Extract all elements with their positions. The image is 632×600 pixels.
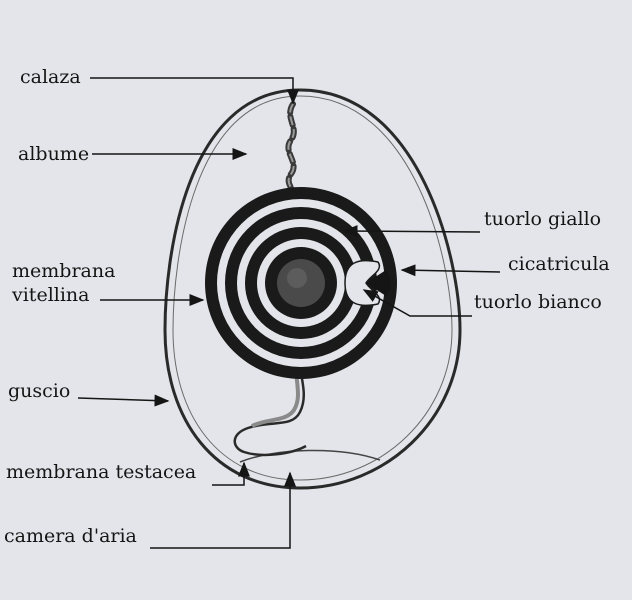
camera-aria-leader <box>150 471 296 549</box>
label-membrana-testacea: membrana testacea <box>6 461 197 483</box>
label-membrana-vitellina-line1: membrana <box>12 260 116 282</box>
chalaza-top-core <box>287 103 297 197</box>
egg-shell <box>163 88 462 490</box>
membrana-testacea-leader <box>212 461 250 486</box>
blastodisc <box>366 270 391 296</box>
tuorlo-bianco-leader <box>362 289 472 317</box>
label-tuorlo-bianco: tuorlo bianco <box>474 291 602 313</box>
air-chamber <box>239 449 381 463</box>
label-guscio: guscio <box>8 380 71 402</box>
cicatricula-leader <box>400 264 501 277</box>
chalaza-bottom-inner <box>251 371 300 428</box>
label-membrana-vitellina-line2: vitellina <box>12 284 90 306</box>
tuorlo-giallo-leader <box>342 225 481 238</box>
calaza-leader <box>90 77 299 105</box>
yolk <box>205 187 397 379</box>
label-tuorlo-giallo: tuorlo giallo <box>484 208 602 230</box>
label-calaza: calaza <box>20 66 81 88</box>
guscio-leader <box>77 394 170 407</box>
label-camera-aria: camera d'aria <box>4 525 137 547</box>
label-albume: albume <box>18 143 90 165</box>
label-cicatricula: cicatricula <box>508 253 610 275</box>
chalaza-bottom <box>233 367 307 457</box>
shell-membrane <box>172 95 453 481</box>
